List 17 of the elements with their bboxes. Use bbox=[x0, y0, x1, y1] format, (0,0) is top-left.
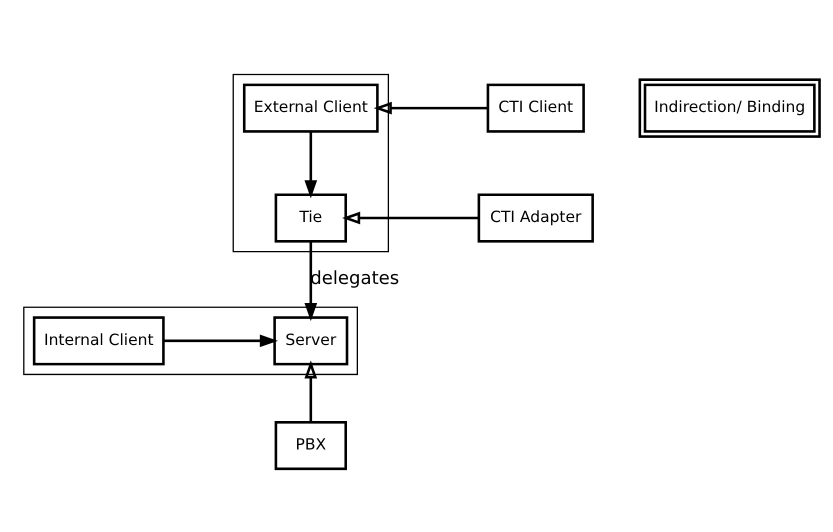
cluster bbox=[23, 306, 358, 375]
arrow bbox=[374, 101, 488, 114]
node-box: CTI Client bbox=[486, 83, 585, 132]
cluster bbox=[232, 73, 390, 252]
node-box: Internal Client bbox=[32, 316, 165, 365]
node-box: Tie bbox=[274, 192, 347, 242]
arrow bbox=[304, 131, 318, 198]
node-box: CTI Adapter bbox=[478, 192, 594, 242]
arrow bbox=[304, 240, 318, 321]
node-box: Server bbox=[273, 316, 348, 365]
arrow bbox=[304, 360, 318, 422]
edge-label: delegates bbox=[310, 268, 400, 289]
arrow bbox=[342, 211, 479, 224]
arrow bbox=[164, 334, 278, 347]
node-box: External Client bbox=[242, 83, 379, 132]
node-box: Indirection/ Binding bbox=[638, 78, 821, 138]
node-box: PBX bbox=[274, 420, 347, 470]
